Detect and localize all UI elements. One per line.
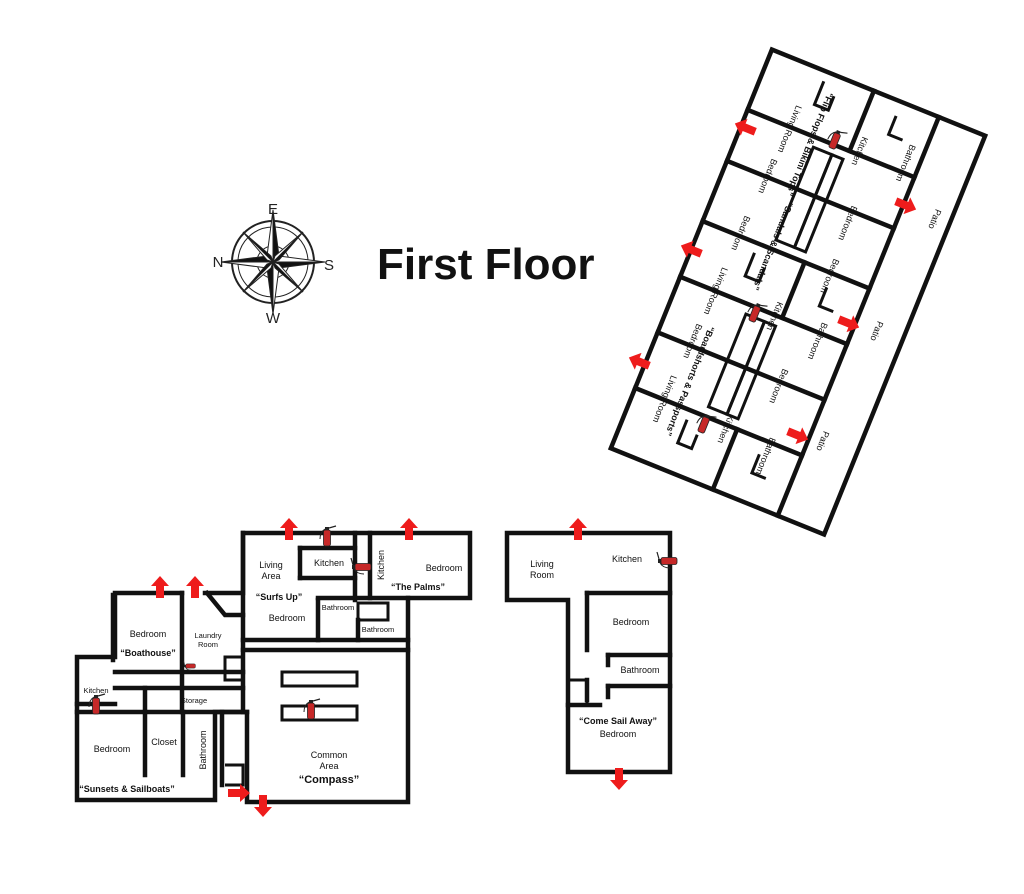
unit-name-come-sail-away: “Come Sail Away” xyxy=(579,716,657,726)
room-label: Bedroom xyxy=(836,204,859,242)
compass-west-label: W xyxy=(266,310,281,327)
compass-rose-icon: E W N S xyxy=(213,201,334,327)
room-label: Bedroom xyxy=(600,729,637,739)
fire-extinguisher-icon xyxy=(303,698,321,720)
room-label: Bathroom xyxy=(322,603,355,612)
unit-name-boathouse: “Boathouse” xyxy=(120,648,176,658)
fire-extinguisher-icon xyxy=(183,660,196,671)
room-label: Bedroom xyxy=(426,563,463,573)
patio-label: Patio xyxy=(926,208,943,231)
fire-extinguisher-icon xyxy=(319,525,337,547)
exit-arrow-icon xyxy=(254,795,272,817)
patio-label: Patio xyxy=(814,430,831,453)
west-wing-plan xyxy=(74,530,473,805)
room-label: Closet xyxy=(151,737,177,747)
room-label: Kitchen xyxy=(612,554,642,564)
room-label: Bedroom xyxy=(94,744,131,754)
unit-name-sunsets: “Sunsets & Sailboats” xyxy=(79,784,175,794)
room-label: Kitchen xyxy=(376,550,386,580)
room-label: Bedroom xyxy=(613,617,650,627)
exit-arrow-icon xyxy=(677,237,705,263)
room-label: Bedroom xyxy=(130,629,167,639)
exit-arrow-icon xyxy=(280,518,298,540)
room-label: Kitchen xyxy=(314,558,344,568)
room-label: Bedroom xyxy=(269,613,306,623)
room-label: Living Room xyxy=(702,266,730,316)
compass-east-label: E xyxy=(268,201,278,218)
room-label: Kitchen xyxy=(83,686,108,695)
unit-name-surfs-up: “Surfs Up” xyxy=(256,592,303,602)
exit-arrow-icon xyxy=(400,518,418,540)
room-label: Storage xyxy=(181,696,207,705)
unit-name-palms: “The Palms” xyxy=(391,582,445,592)
compass-south-label: S xyxy=(324,257,334,274)
come-sail-away-plan xyxy=(504,530,673,775)
room-label: Bathroom xyxy=(362,625,395,634)
exit-arrow-icon xyxy=(186,576,204,598)
room-label: Bathroom xyxy=(198,730,208,769)
fire-extinguisher-icon xyxy=(656,551,678,569)
exit-arrow-icon xyxy=(569,518,587,540)
room-label: Bathroom xyxy=(620,665,659,675)
patio-label: Patio xyxy=(868,320,885,343)
page-title: First Floor xyxy=(377,240,595,289)
compass-north-label: N xyxy=(213,254,224,271)
unit-name-compass: “Compass” xyxy=(299,774,360,786)
